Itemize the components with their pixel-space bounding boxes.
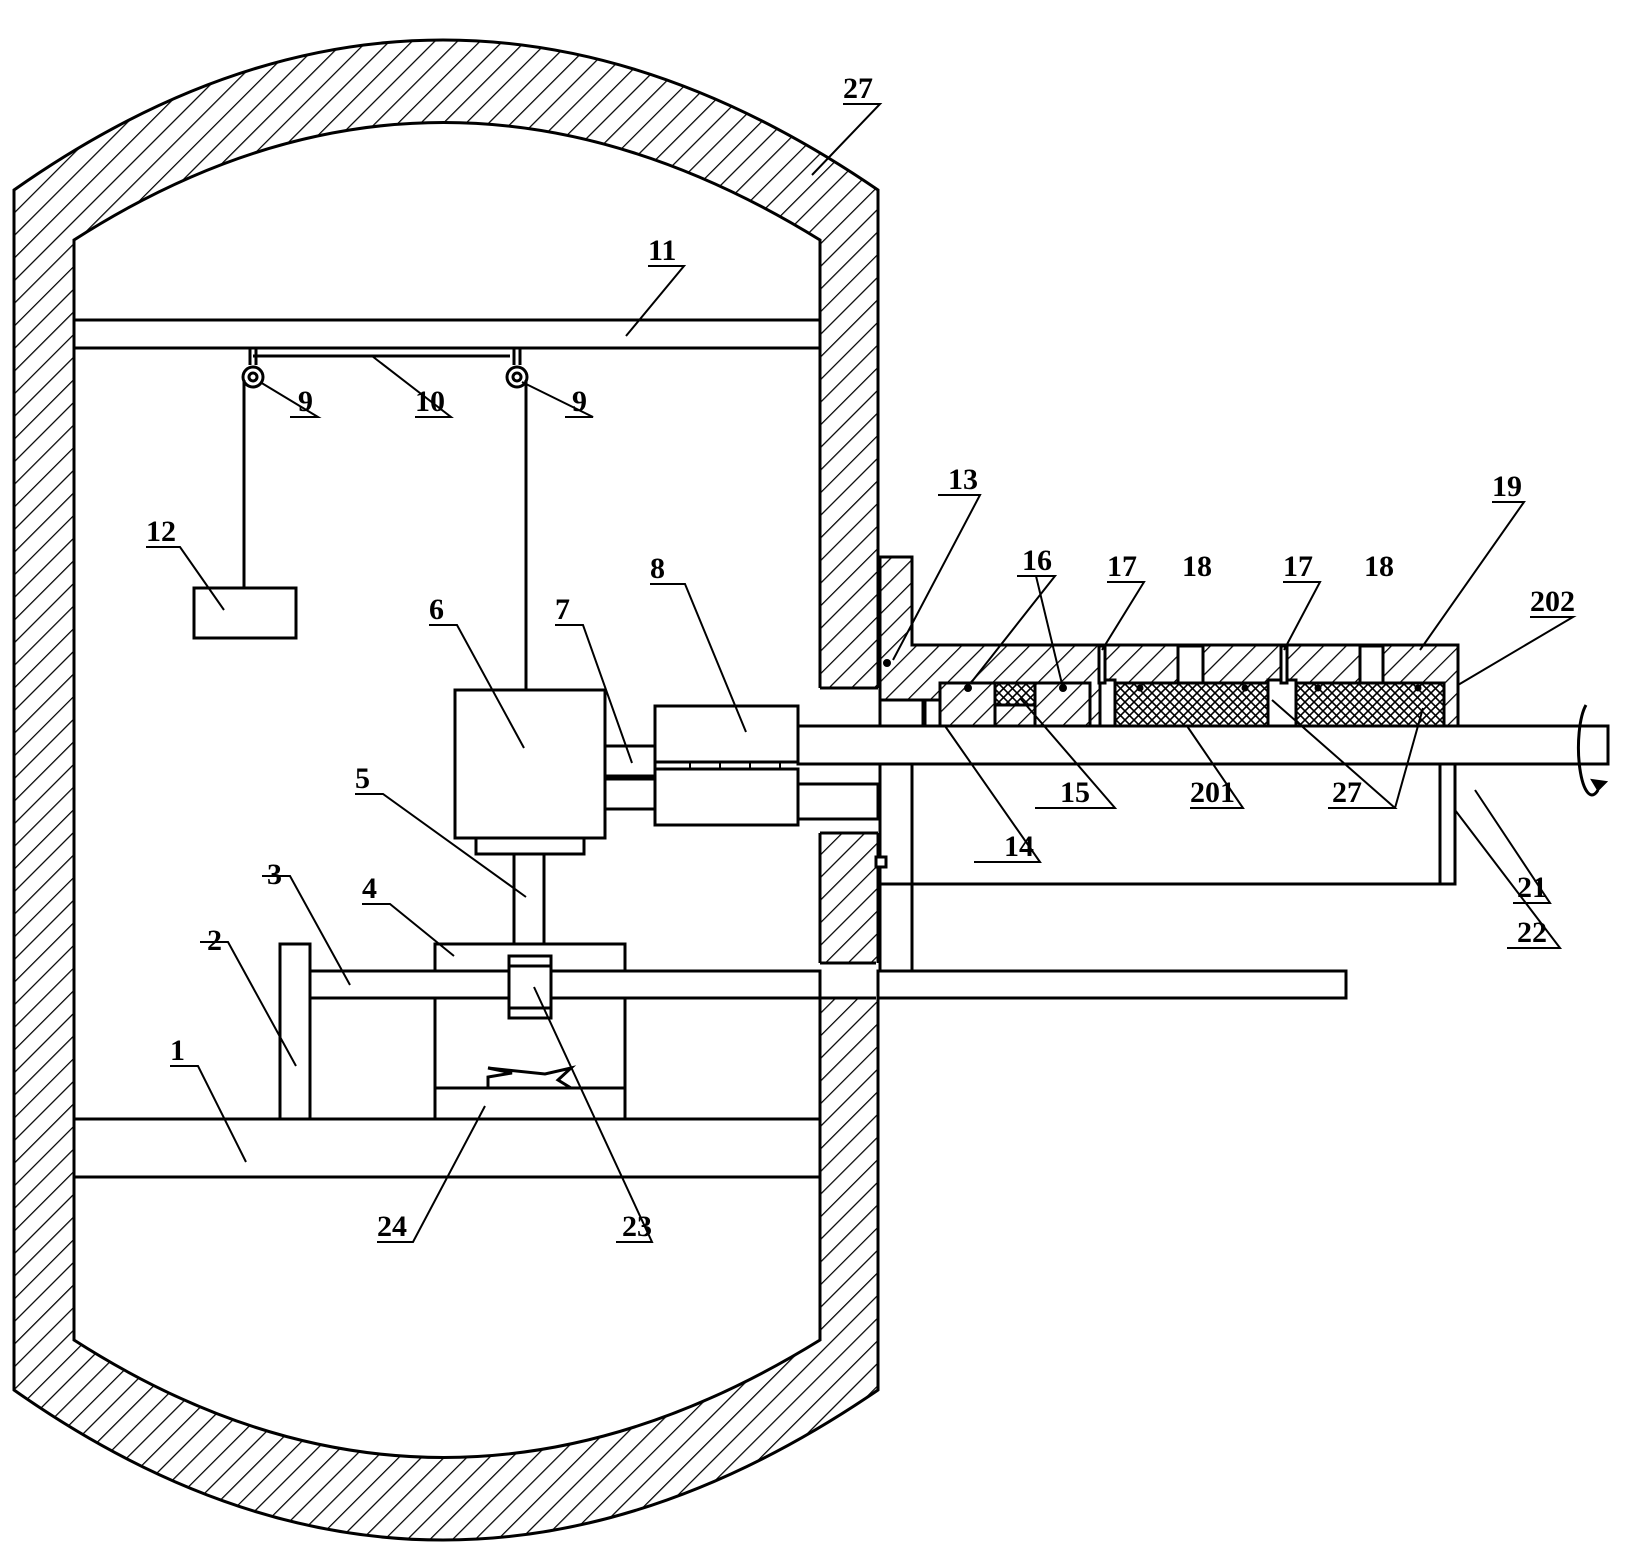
motor-6: [455, 690, 605, 854]
beam-11: [74, 320, 820, 348]
label-22: 22: [1517, 916, 1547, 949]
label-5: 5: [355, 762, 370, 795]
label-9-right: 9: [572, 385, 587, 418]
label-2: 2: [207, 924, 222, 957]
label-27-top: 27: [843, 72, 873, 105]
label-14: 14: [1004, 830, 1034, 863]
label-13: 13: [948, 463, 978, 496]
label-18-right: 18: [1364, 550, 1394, 583]
label-15: 15: [1060, 776, 1090, 809]
label-4: 4: [362, 872, 377, 905]
label-11: 11: [648, 234, 676, 267]
label-3: 3: [267, 858, 282, 891]
label-17-right: 17: [1283, 550, 1313, 583]
label-17-left: 17: [1107, 550, 1137, 583]
label-23: 23: [622, 1210, 652, 1243]
label-19: 19: [1492, 470, 1522, 503]
support-2: [280, 944, 310, 1119]
label-27-bottom: 27: [1332, 776, 1362, 809]
base-plate-1: [74, 1119, 820, 1177]
label-8: 8: [650, 552, 665, 585]
rod-3: [310, 971, 820, 998]
label-10: 10: [415, 385, 445, 418]
label-16: 16: [1022, 544, 1052, 577]
label-24: 24: [377, 1210, 407, 1243]
shaft-5: [514, 854, 544, 944]
label-9-left: 9: [298, 385, 313, 418]
label-21: 21: [1517, 871, 1547, 904]
label-201: 201: [1190, 776, 1235, 809]
shaft-21: [798, 726, 1608, 764]
label-7: 7: [555, 593, 570, 626]
label-12: 12: [146, 515, 176, 548]
blocks-8: [655, 706, 798, 825]
frame-22: [876, 764, 1455, 971]
rod-3-outer: [878, 971, 1346, 998]
label-1: 1: [170, 1034, 185, 1067]
counterweight-12: [194, 588, 296, 638]
label-18-left: 18: [1182, 550, 1212, 583]
label-6: 6: [429, 593, 444, 626]
label-202: 202: [1530, 585, 1575, 618]
seal-15: [995, 683, 1035, 705]
